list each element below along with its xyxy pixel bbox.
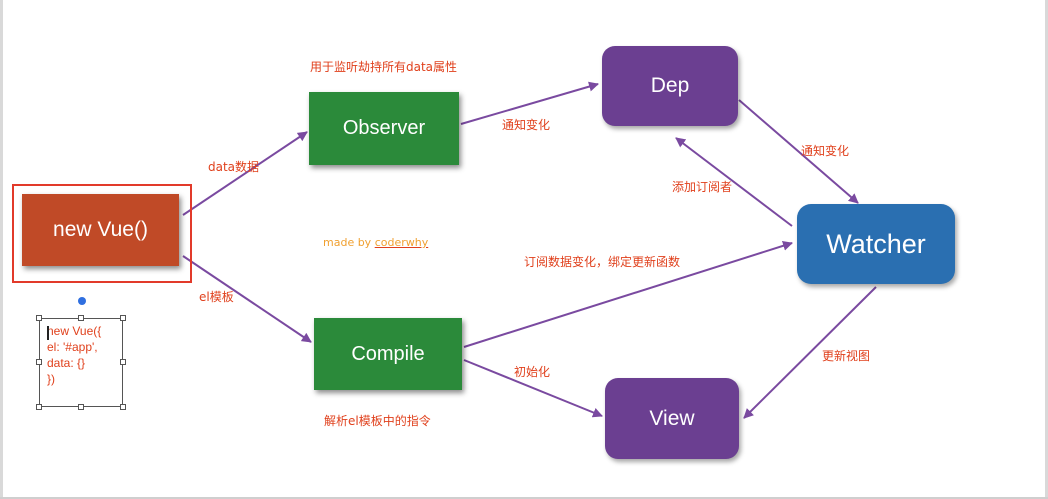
made-by-name: coderwhy (374, 236, 429, 249)
code-textbox[interactable]: new Vue({ el: '#app', data: {} }) (39, 318, 123, 407)
frame-left-border (0, 0, 3, 499)
resize-handle-top-right[interactable] (120, 315, 126, 321)
node-watcher[interactable]: Watcher (797, 204, 955, 284)
resize-handle-bottom-left[interactable] (36, 404, 42, 410)
label-observer-note: 用于监听劫持所有data属性 (310, 60, 458, 74)
label-add-subscriber: 添加订阅者 (672, 180, 733, 194)
label-notify-change-dep: 通知变化 (502, 118, 551, 132)
node-view-label: View (649, 406, 695, 430)
node-dep-label: Dep (650, 74, 690, 97)
code-line-1: new Vue({ (47, 324, 102, 338)
code-line-2: el: '#app', (47, 340, 98, 354)
label-data: data数据 (208, 160, 260, 174)
text-cursor (47, 326, 49, 340)
frame-right-border (1045, 0, 1048, 499)
node-observer[interactable]: Observer (309, 92, 459, 165)
arrow-compile-to-watcher (463, 240, 793, 348)
arrow-watcher-to-dep (675, 137, 793, 227)
node-new-vue-label: new Vue() (53, 218, 148, 241)
arrow-observer-to-dep (460, 81, 599, 125)
resize-handle-bottom-right[interactable] (120, 404, 126, 410)
node-observer-label: Observer (342, 117, 426, 139)
arrow-vue-to-compile (182, 255, 312, 343)
resize-handle-left[interactable] (36, 359, 42, 365)
resize-handle-top[interactable] (78, 315, 84, 321)
resize-handle-top-left[interactable] (36, 315, 42, 321)
node-compile-label: Compile (351, 342, 425, 365)
node-dep[interactable]: Dep (602, 46, 738, 126)
resize-handle-bottom[interactable] (78, 404, 84, 410)
arrow-watcher-to-view (743, 286, 877, 419)
label-subscribe: 订阅数据变化，绑定更新函数 (524, 255, 681, 269)
label-el-template: el模板 (199, 290, 234, 304)
frame-bottom-border (0, 497, 1048, 499)
code-line-3: data: {} (47, 356, 86, 370)
node-watcher-label: Watcher (826, 228, 926, 259)
arrow-vue-to-observer (182, 131, 308, 216)
resize-handle-right[interactable] (120, 359, 126, 365)
node-view[interactable]: View (605, 378, 739, 459)
label-update-view: 更新视图 (822, 349, 871, 363)
label-parse-directives: 解析el模板中的指令 (324, 414, 431, 428)
arrow-dep-to-watcher (738, 99, 859, 204)
label-notify-change-watcher: 通知变化 (801, 144, 850, 158)
node-compile[interactable]: Compile (314, 318, 462, 390)
code-line-4: }) (47, 372, 56, 386)
arrow-compile-to-view (463, 359, 603, 418)
rotation-handle[interactable] (78, 297, 86, 305)
label-made-by: made by coderwhy (323, 236, 428, 249)
made-by-prefix: made by (323, 236, 375, 249)
label-init: 初始化 (514, 365, 551, 379)
selection-outline (12, 184, 192, 283)
node-new-vue[interactable]: new Vue() (22, 194, 179, 266)
